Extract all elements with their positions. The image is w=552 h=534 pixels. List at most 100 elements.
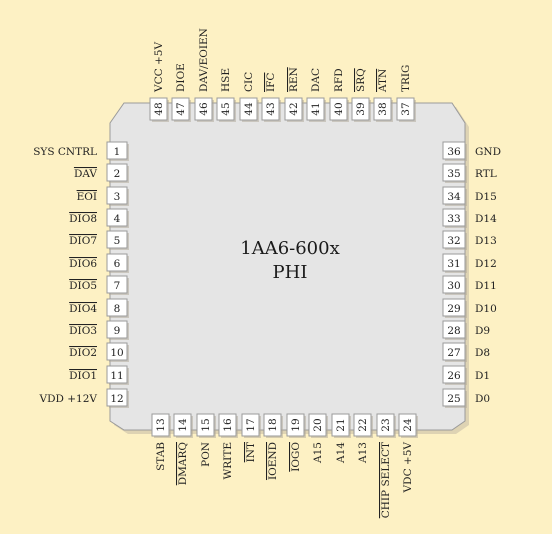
- pin-number-45: 45: [220, 102, 232, 115]
- pin-label-d14: D14: [475, 213, 497, 225]
- pin-pad: [306, 97, 325, 121]
- pin-number-21: 21: [335, 418, 347, 431]
- pin-pad: [442, 208, 466, 227]
- chip-part-number: 1AA6-600x: [240, 238, 340, 259]
- pin-pad: [261, 97, 280, 121]
- pin-label-d15: D15: [475, 191, 497, 203]
- pin-number-22: 22: [357, 418, 369, 431]
- pin-label-dio8: DIO8: [69, 213, 97, 225]
- pin-label-ioend: IOEND: [267, 442, 279, 480]
- pin-label-a14: A14: [335, 442, 347, 464]
- pin-pad: [106, 253, 128, 272]
- pin-number-33: 33: [447, 213, 460, 225]
- pin-number-1: 1: [114, 146, 121, 158]
- pin-label-d12: D12: [475, 258, 497, 270]
- pin-number-36: 36: [447, 146, 461, 158]
- pin-label-dio5: DIO5: [69, 280, 97, 292]
- pin-pad: [286, 413, 305, 437]
- pin-label-dio1: DIO1: [69, 370, 97, 382]
- pin-label-vcc-5v: VCC +5V: [153, 42, 165, 93]
- pin-pad: [149, 97, 168, 121]
- pin-pad: [106, 388, 128, 407]
- pin-pad: [331, 413, 350, 437]
- pin-number-48: 48: [153, 102, 165, 115]
- pin-pad: [171, 97, 190, 121]
- pin-label-d13: D13: [475, 235, 497, 247]
- pin-number-25: 25: [447, 393, 460, 405]
- pin-label-dio7: DIO7: [69, 235, 97, 247]
- pin-label-srq: SRQ: [355, 68, 367, 92]
- pin-label-int: INT: [245, 442, 257, 462]
- pin-number-47: 47: [175, 102, 187, 115]
- pin-number-24: 24: [402, 418, 414, 432]
- pin-number-42: 42: [288, 102, 300, 115]
- pin-label-dio3: DIO3: [69, 325, 97, 337]
- pin-pad: [106, 230, 128, 249]
- chip-name: PHI: [272, 262, 308, 283]
- pin-label-d0: D0: [475, 393, 490, 405]
- pin-label-a13: A13: [357, 442, 369, 464]
- pin-number-34: 34: [447, 191, 461, 203]
- pin-number-8: 8: [114, 303, 121, 315]
- pin-label-d10: D10: [475, 303, 497, 315]
- pin-label-gnd: GND: [475, 146, 501, 158]
- pin-label-hse: HSE: [220, 68, 232, 92]
- pin-number-38: 38: [377, 102, 389, 115]
- pin-number-10: 10: [110, 347, 123, 359]
- pin-number-17: 17: [245, 418, 257, 431]
- pin-pad: [106, 320, 128, 339]
- pin-number-19: 19: [290, 418, 302, 431]
- pin-pad: [353, 413, 372, 437]
- pin-pad: [442, 141, 466, 160]
- pin-pad: [442, 388, 466, 407]
- pin-pad: [196, 413, 215, 437]
- pin-number-26: 26: [447, 370, 461, 382]
- pin-pad: [106, 186, 128, 205]
- pin-label-dioe: DIOE: [175, 63, 187, 92]
- pin-pad: [442, 186, 466, 205]
- pin-number-28: 28: [447, 325, 460, 337]
- pin-pad: [396, 97, 415, 121]
- pin-number-37: 37: [400, 102, 412, 115]
- pin-number-15: 15: [200, 418, 212, 431]
- pin-pad: [106, 208, 128, 227]
- pin-pad: [239, 97, 258, 121]
- pin-label-dio2: DIO2: [69, 347, 97, 359]
- pin-label-stab: STAB: [155, 442, 167, 471]
- pin-number-44: 44: [243, 102, 255, 116]
- pin-number-3: 3: [114, 191, 121, 203]
- pin-label-vdc-5v: VDC +5V: [402, 442, 414, 494]
- pin-number-46: 46: [198, 102, 210, 116]
- pin-label-dav: DAV: [74, 168, 97, 180]
- pin-pad: [442, 275, 466, 294]
- pin-label-dio6: DIO6: [69, 258, 97, 270]
- pin-number-23: 23: [380, 418, 392, 431]
- pin-label-d11: D11: [475, 280, 497, 292]
- pin-label-d8: D8: [475, 347, 490, 359]
- pin-number-16: 16: [222, 418, 234, 432]
- pin-label-rtl: RTL: [475, 168, 497, 180]
- pin-label-dav-eoien: DAV/EOIEN: [198, 28, 210, 92]
- pin-pad: [442, 320, 466, 339]
- pin-pad: [329, 97, 348, 121]
- pin-label-rfd: RFD: [333, 68, 345, 92]
- pin-number-20: 20: [312, 418, 324, 431]
- pin-pad: [442, 342, 466, 361]
- pin-number-31: 31: [447, 258, 460, 270]
- pin-pad: [351, 97, 370, 121]
- pin-pad: [308, 413, 327, 437]
- pin-pad: [263, 413, 282, 437]
- pin-label-dmarq: DMARQ: [177, 442, 189, 486]
- pin-pad: [106, 342, 128, 361]
- pin-label-ifc: IFC: [265, 73, 277, 92]
- pin-number-11: 11: [110, 370, 123, 382]
- pin-number-9: 9: [114, 325, 121, 337]
- pin-pad: [106, 141, 128, 160]
- pin-label-trig: TRIG: [400, 65, 412, 92]
- pin-number-13: 13: [155, 418, 167, 431]
- pin-number-35: 35: [447, 168, 460, 180]
- pin-pad: [442, 365, 466, 384]
- pin-pad: [442, 230, 466, 249]
- pin-pad: [151, 413, 170, 437]
